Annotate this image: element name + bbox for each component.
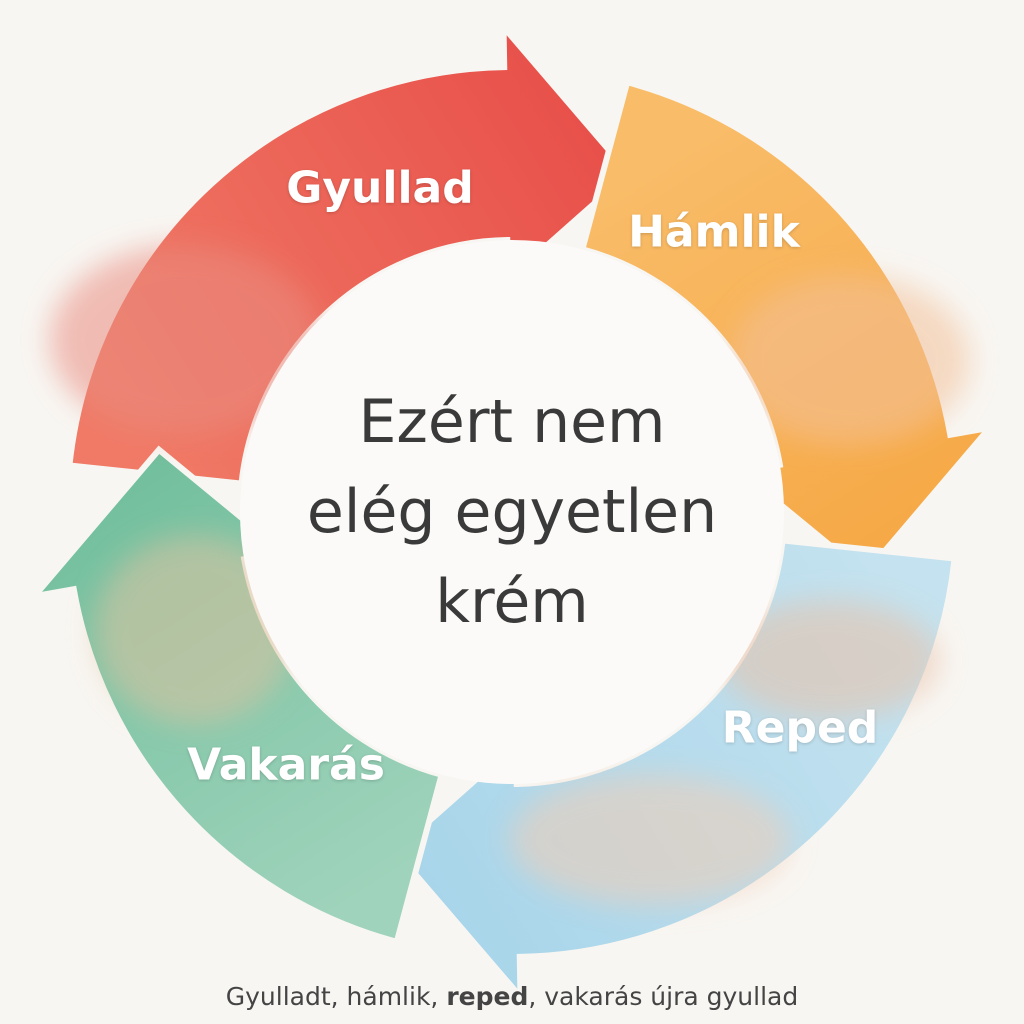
caption: Gyulladt, hámlik, reped, vakarás újra gy… xyxy=(0,982,1024,1011)
peeling-skin-image xyxy=(730,275,970,445)
caption-part-1: Gyulladt, hámlik, xyxy=(225,982,447,1011)
cracked-skin-image xyxy=(720,600,940,720)
center-disc xyxy=(240,240,784,784)
scratching-hand-image xyxy=(510,775,790,905)
inflamed-skin-image xyxy=(50,245,320,435)
step-label-vakaras: Vakarás xyxy=(187,739,385,791)
caption-part-3: , vakarás újra gyullad xyxy=(528,982,799,1011)
caption-part-2: reped xyxy=(446,982,529,1011)
center-line-3: krém xyxy=(435,567,589,637)
center-line-2: elég egyetlen xyxy=(306,477,718,547)
step-label-gyullad: Gyullad xyxy=(286,162,474,214)
step-label-hamlik: Hámlik xyxy=(628,206,800,258)
dry-skin-image xyxy=(95,535,295,725)
center-heading: Ezért nem elég egyetlen krém xyxy=(307,377,717,647)
step-label-reped: Reped xyxy=(721,702,879,754)
center-line-1: Ezért nem xyxy=(358,387,666,457)
